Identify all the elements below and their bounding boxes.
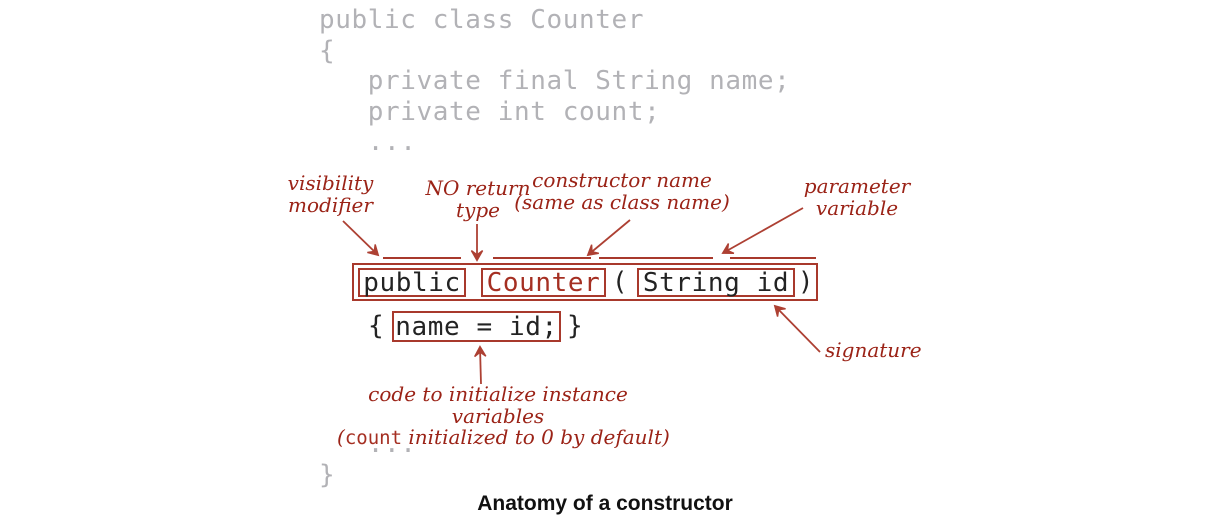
label-line: code to initialize instance variables — [368, 382, 628, 428]
label-line: type — [456, 197, 500, 222]
parameter-variable-box: String id — [637, 267, 795, 298]
constructor-name-box: Counter — [481, 267, 606, 298]
brace-glyph: { — [368, 311, 385, 341]
label-visibility-modifier: visibility modifier — [258, 171, 403, 217]
arrow-signature — [773, 304, 821, 353]
label-rest: initialized to 0 by default) — [402, 425, 670, 449]
paren-glyph: ) — [797, 267, 815, 297]
code-line: ... — [319, 429, 417, 459]
signature-outline-box — [352, 263, 818, 301]
count-code-token: count — [344, 427, 403, 449]
class-declaration-code: public class Counter { private final Str… — [319, 5, 790, 158]
class-closing-code: ... } — [319, 429, 417, 490]
code-line: private final String name; — [319, 66, 791, 96]
body-close-brace: } — [567, 309, 583, 343]
label-parameter-variable: parameter variable — [787, 174, 927, 220]
code-line: ... — [319, 127, 417, 157]
code-line: } — [319, 459, 336, 490]
paren-glyph: ( — [611, 267, 629, 297]
label-line: constructor name — [532, 168, 712, 192]
constructor-name-code: Counter — [486, 267, 601, 298]
label-constructor-name: constructor name (same as class name) — [512, 168, 732, 214]
open-paren-code: ( — [608, 263, 632, 301]
init-statement-code: name = id; — [395, 311, 558, 342]
code-line: { — [319, 35, 336, 66]
label-line: parameter — [803, 174, 911, 198]
body-open-brace: { — [368, 309, 384, 343]
label-paren: ( — [337, 425, 345, 449]
arrow-constructor-name — [586, 219, 631, 257]
label-line: variable — [815, 195, 899, 220]
label-line: signature — [825, 338, 922, 362]
caption-text: Anatomy of a constructor — [477, 492, 733, 515]
arrow-visibility-modifier — [342, 220, 380, 257]
close-paren-code: ) — [794, 263, 818, 301]
arrow-init-code — [474, 345, 487, 385]
label-line: modifier — [288, 192, 373, 217]
label-line: (count initialized to 0 by default) — [337, 425, 670, 450]
label-signature: signature — [825, 338, 922, 362]
label-line: (same as class name) — [514, 189, 730, 214]
label-line: NO return — [425, 176, 531, 200]
visibility-modifier-code: public — [363, 267, 461, 298]
parameter-code: String id — [642, 267, 790, 298]
label-line: visibility — [287, 171, 374, 195]
code-line: public class Counter — [319, 5, 645, 35]
label-no-return-type: NO return type — [408, 176, 548, 222]
figure-caption: Anatomy of a constructor — [450, 492, 760, 516]
visibility-modifier-box: public — [358, 267, 466, 298]
init-code-box: name = id; — [392, 311, 561, 342]
code-line: private int count; — [319, 96, 661, 127]
label-init-code: code to initialize instance variables (c… — [337, 382, 670, 450]
brace-glyph: } — [567, 311, 584, 341]
